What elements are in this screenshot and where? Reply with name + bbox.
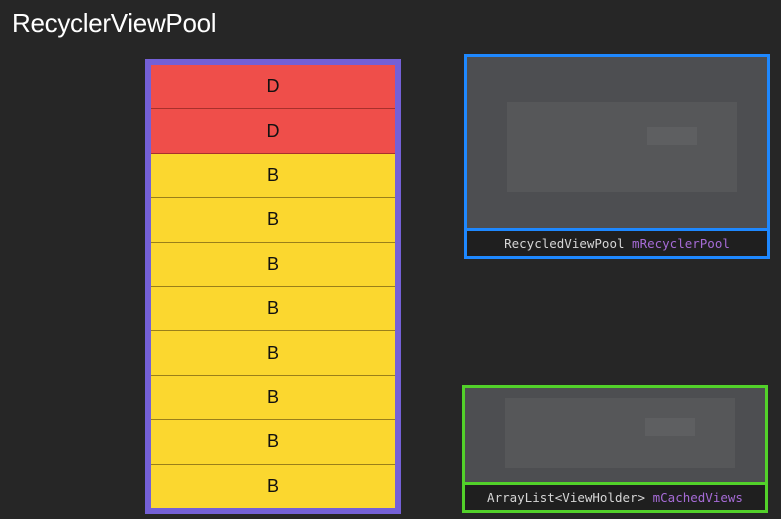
cached-views-type: ArrayList<ViewHolder> (487, 490, 646, 505)
viewholder-cell: B (151, 375, 395, 421)
viewholder-cell: B (151, 287, 395, 332)
viewholder-cell: B (151, 153, 395, 199)
cached-views-screen (465, 388, 765, 485)
viewholder-stack: D D B B B B B B B B (145, 59, 401, 514)
cached-views-label: ArrayList<ViewHolder> mCachedViews (465, 485, 765, 510)
viewholder-cell: B (151, 464, 395, 509)
recycled-pool-type: RecycledViewPool (504, 236, 625, 251)
recycled-pool-screen (467, 57, 767, 231)
recycled-view-pool-panel: RecycledViewPool mRecyclerPool (464, 54, 770, 259)
screen-ghost-shape (505, 398, 735, 468)
viewholder-cell: D (151, 65, 395, 110)
diagram-title: RecyclerViewPool (12, 8, 217, 38)
recycled-pool-name: mRecyclerPool (632, 236, 730, 251)
screen-ghost-shape (647, 127, 697, 145)
viewholder-cell: B (151, 420, 395, 465)
cached-views-name: mCachedViews (652, 490, 743, 505)
recycled-pool-label: RecycledViewPool mRecyclerPool (467, 231, 767, 256)
viewholder-cell: B (151, 198, 395, 243)
viewholder-cell: D (151, 109, 395, 154)
cached-views-panel: ArrayList<ViewHolder> mCachedViews (462, 385, 768, 513)
viewholder-cell: B (151, 242, 395, 288)
screen-ghost-shape (645, 418, 695, 436)
screen-ghost-shape (507, 102, 737, 192)
viewholder-cell: B (151, 331, 395, 376)
